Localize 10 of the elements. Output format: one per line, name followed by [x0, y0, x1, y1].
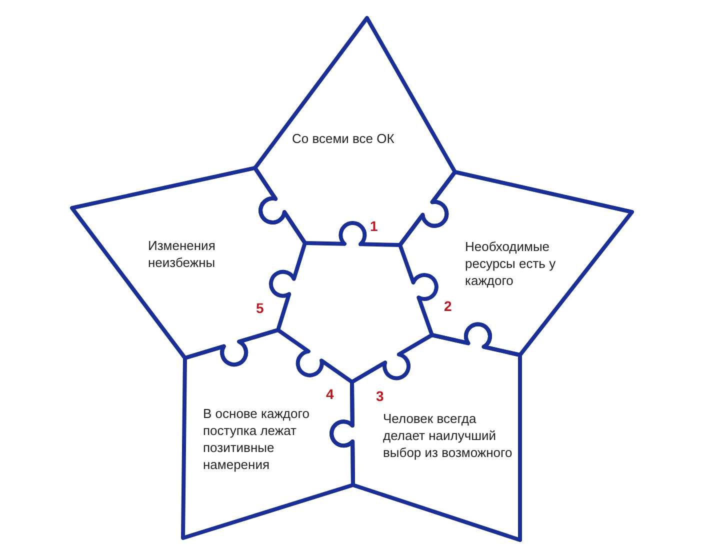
piece-number: 2 — [444, 298, 452, 314]
piece-number: 4 — [326, 386, 334, 402]
piece-text: Изменения неизбежны — [148, 237, 216, 271]
piece-number: 3 — [376, 388, 384, 404]
piece-text: Со всеми все ОК — [292, 130, 396, 147]
piece-number: 1 — [370, 218, 378, 234]
piece-number: 5 — [256, 300, 264, 316]
piece-text: В основе каждого поступка лежат позитивные намерения — [203, 405, 310, 473]
piece-text: Человек всегда делает наилучший выбор из возможного — [383, 410, 513, 461]
piece-text: Необходимые ресурсы есть у каждого — [465, 238, 557, 289]
